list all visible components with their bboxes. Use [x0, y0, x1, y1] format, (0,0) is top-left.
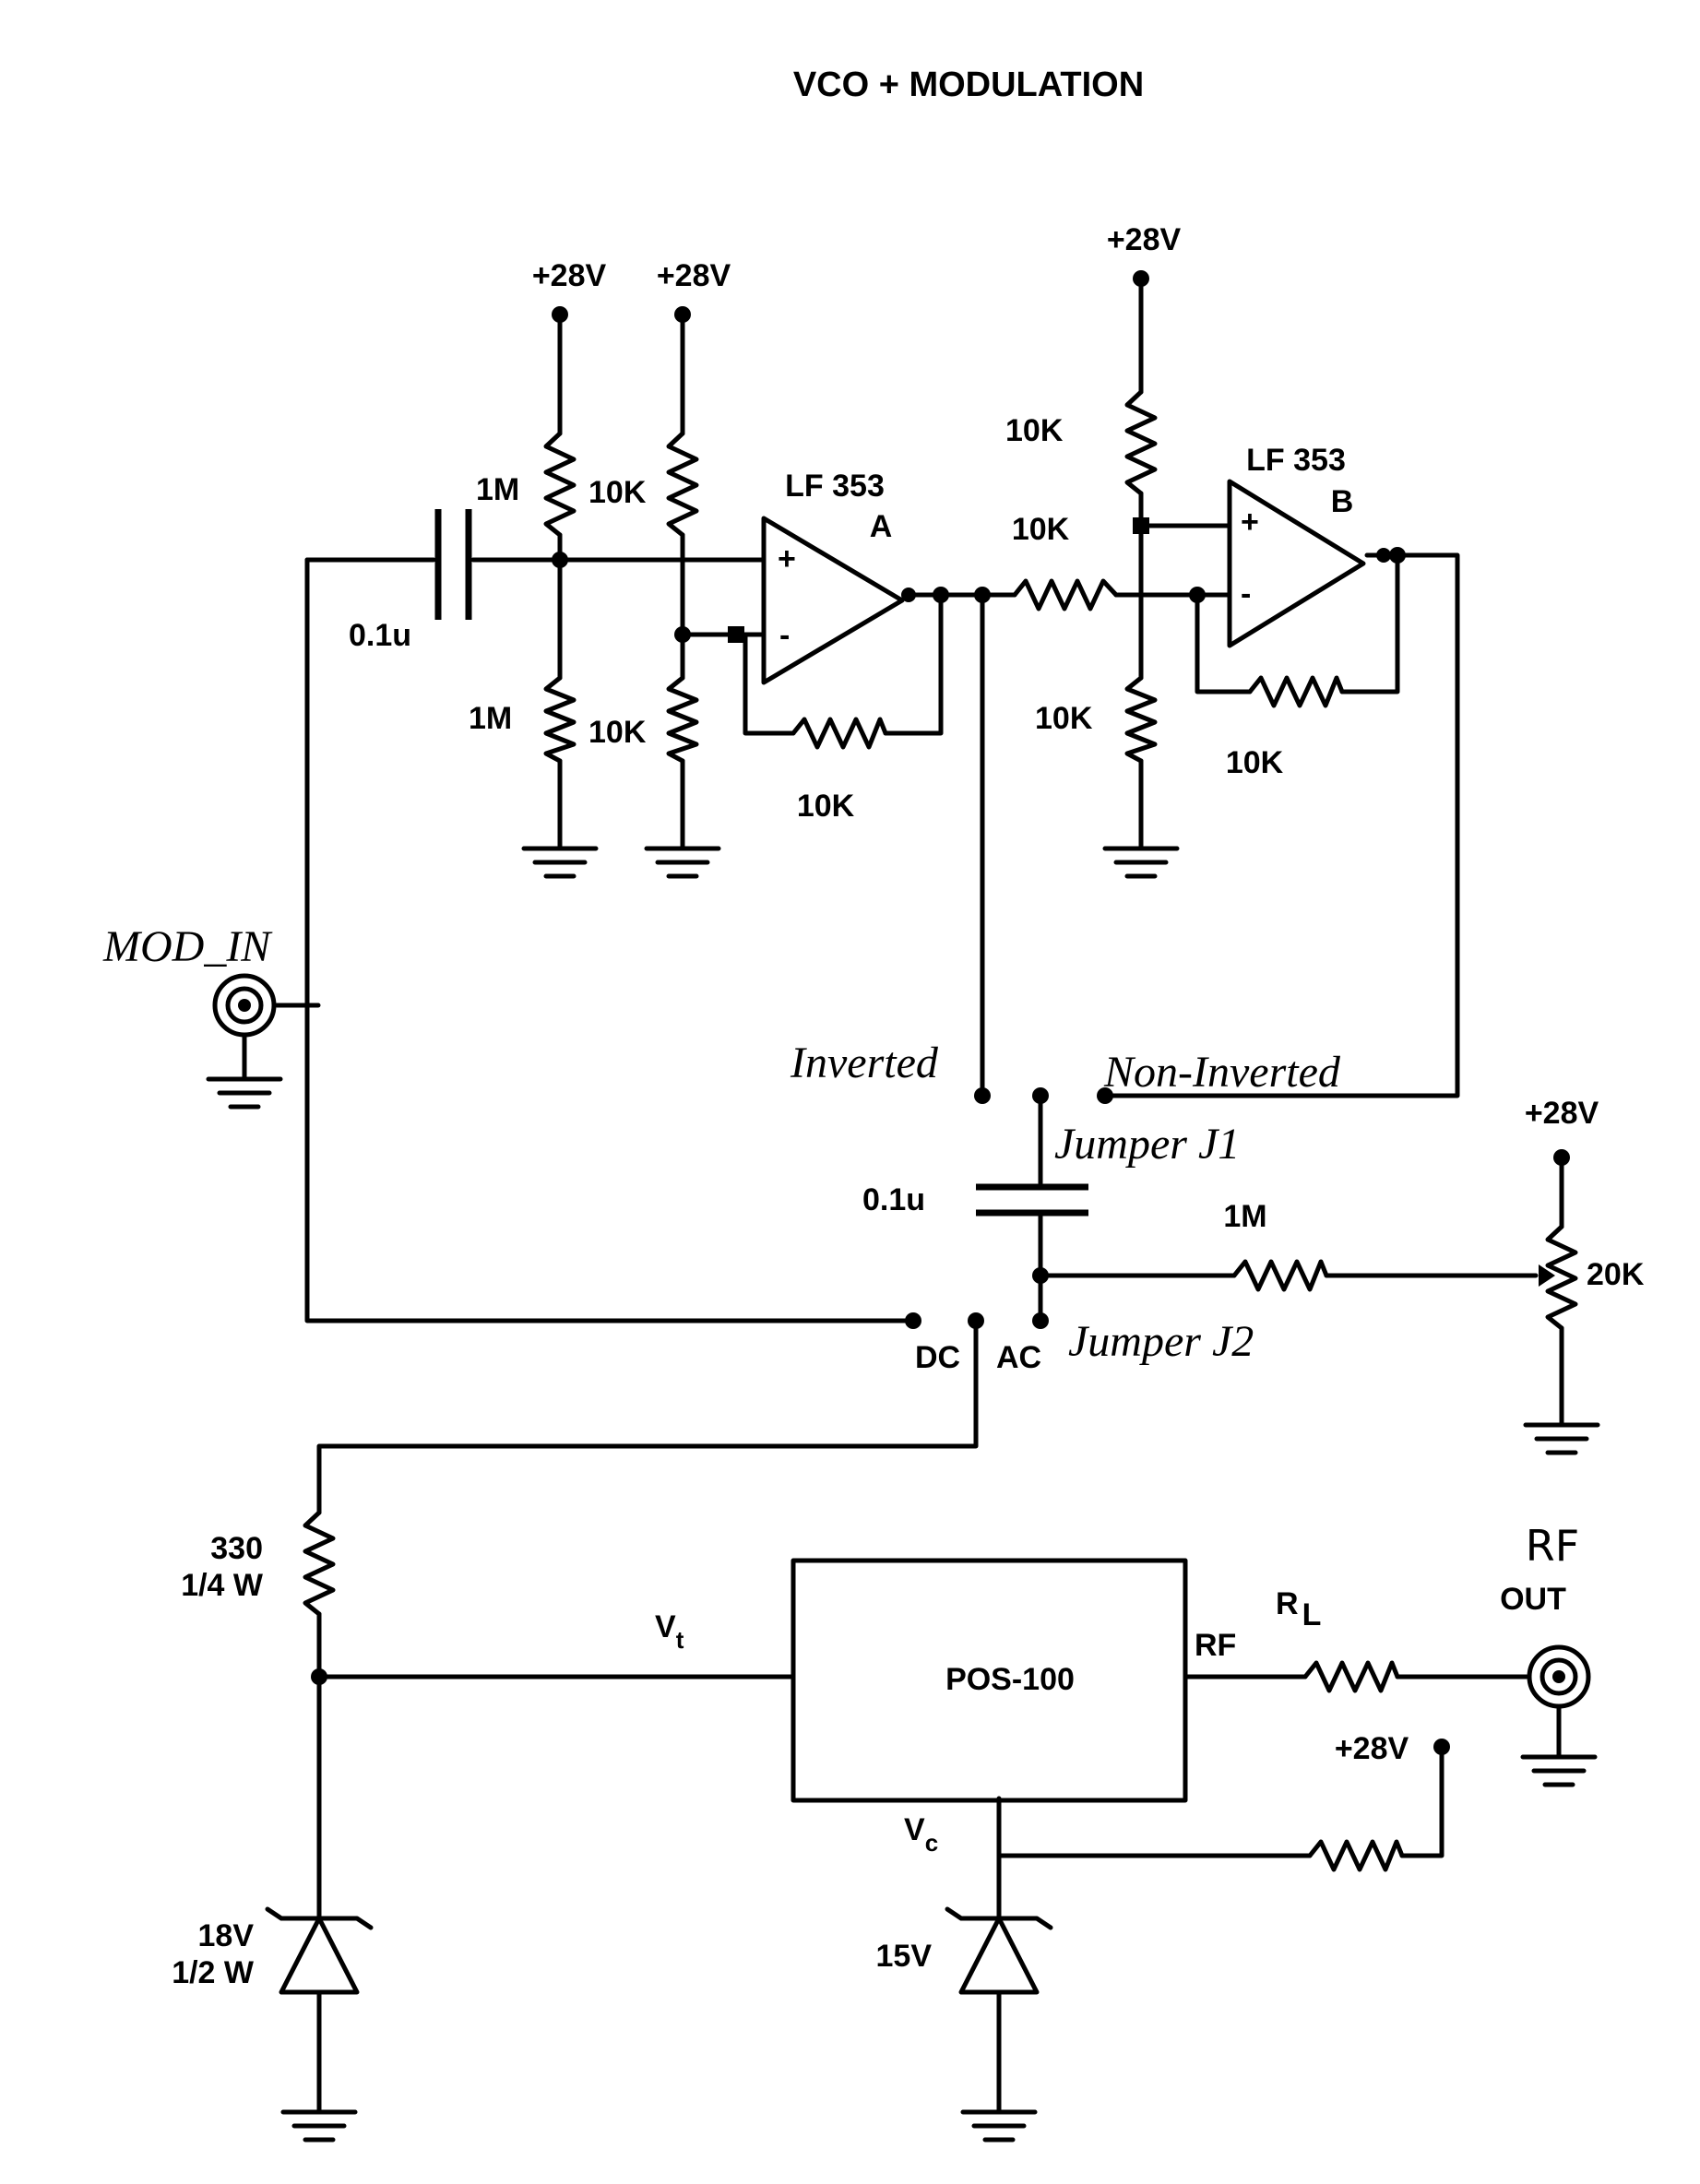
resistor-1m-bottom: 1M — [469, 675, 577, 764]
ground-icon — [1102, 846, 1180, 879]
resistor-feedback-b-label: 10K — [1226, 745, 1284, 780]
supply-rail-b: +28V — [1107, 222, 1182, 287]
zener-18v-power: 1/2 W — [172, 1955, 255, 1990]
resistor-330: 330 1/4 W — [181, 1510, 336, 1617]
rail-label-10k: +28V — [657, 258, 731, 293]
supply-rail-1m: +28V — [532, 258, 607, 323]
resistor-feedback-a: 10K — [791, 717, 888, 824]
rf-out-label-2: OUT — [1500, 1582, 1566, 1617]
jumper-j1-label: Jumper J1 — [1054, 1120, 1240, 1169]
resistor-10k-top-label: 10K — [588, 475, 647, 510]
opamp-a: + - LF 353 A — [761, 469, 916, 685]
vc-label: Vc — [904, 1812, 938, 1857]
resistor-330-power: 1/4 W — [181, 1568, 264, 1603]
opamp-b-minus: - — [1241, 576, 1251, 611]
rf-out-connector: RF OUT — [1500, 1521, 1591, 1709]
schematic-title: VCO + MODULATION — [793, 65, 1144, 104]
ground-icon — [1520, 1754, 1598, 1787]
resistor-b-top-label: 10K — [1005, 413, 1064, 448]
jumper-j2-label: Jumper J2 — [1068, 1317, 1254, 1366]
non-inverted-label: Non-Inverted — [1103, 1048, 1341, 1097]
opamp-b-unit: B — [1331, 484, 1354, 519]
ground-icon — [644, 846, 721, 879]
resistor-series-label: 10K — [1012, 512, 1070, 547]
ground-icon — [1523, 1422, 1600, 1455]
capacitor-input: 0.1u — [349, 509, 472, 653]
cap-input-label: 0.1u — [349, 618, 411, 653]
rail-label-1m: +28V — [532, 258, 607, 293]
rail-label-vc: +28V — [1335, 1731, 1409, 1766]
resistor-1m-top: 1M — [476, 431, 577, 538]
jumper-j2: Jumper J2 DC AC — [905, 1312, 1254, 1375]
opamp-a-minus: - — [779, 618, 790, 653]
ground-symbols — [206, 846, 1600, 2142]
inverted-label: Inverted — [790, 1039, 939, 1087]
zener-18v-label: 18V — [198, 1918, 255, 1953]
supply-rail-10k: +28V — [657, 258, 731, 323]
opamp-a-name: LF 353 — [785, 469, 885, 504]
opamp-b-plus: + — [1241, 504, 1259, 540]
resistor-330-label: 330 — [210, 1531, 263, 1566]
zener-18v: 18V 1/2 W — [172, 1906, 374, 1995]
ground-icon — [280, 2109, 358, 2142]
dc-label: DC — [915, 1340, 960, 1375]
potentiometer-label: 20K — [1587, 1257, 1645, 1292]
opamp-b: + - LF 353 B — [1227, 443, 1391, 648]
resistor-b-top: 10K — [1005, 389, 1158, 496]
cap-coupling-label: 0.1u — [862, 1182, 925, 1217]
junctions — [311, 517, 1406, 1685]
resistor-10k-bottom: 10K — [588, 675, 699, 764]
ac-label: AC — [996, 1340, 1041, 1375]
resistor-1m-top-label: 1M — [476, 472, 519, 507]
resistor-bias: 1M — [1223, 1199, 1329, 1292]
opamp-b-name: LF 353 — [1246, 443, 1346, 478]
ground-icon — [960, 2109, 1038, 2142]
mod-in-connector: MOD_IN — [102, 922, 277, 1038]
opamp-a-plus: + — [778, 541, 796, 576]
vco-name: POS-100 — [945, 1662, 1075, 1697]
supply-rail-vc: +28V — [1335, 1731, 1450, 1766]
jumper-j1: Jumper J1 — [974, 1087, 1240, 1169]
resistor-vc — [1307, 1839, 1405, 1872]
resistor-feedback-a-label: 10K — [797, 789, 855, 824]
potentiometer-20k: 20K — [1539, 1224, 1645, 1331]
resistor-b-bottom: 10K — [1035, 675, 1158, 764]
ground-icon — [521, 846, 599, 879]
resistor-series: 10K — [1012, 512, 1119, 611]
zener-15v-label: 15V — [876, 1939, 933, 1974]
vco-pos100: POS-100 RF Vt Vc — [655, 1558, 1236, 1857]
capacitor-coupling: 0.1u — [862, 1182, 1088, 1217]
resistor-10k-bottom-label: 10K — [588, 715, 647, 750]
resistor-10k-top: 10K — [588, 431, 699, 538]
mod-in-label: MOD_IN — [102, 922, 273, 971]
resistor-b-bottom-label: 10K — [1035, 701, 1093, 736]
vt-label: Vt — [655, 1609, 684, 1654]
opamp-a-unit: A — [870, 509, 893, 544]
rail-label-b: +28V — [1107, 222, 1182, 257]
rf-out-label-1: RF — [1526, 1521, 1579, 1571]
resistor-feedback-b: 10K — [1226, 675, 1345, 780]
vco-rf-pin: RF — [1195, 1628, 1236, 1663]
resistor-bias-label: 1M — [1223, 1199, 1266, 1234]
ground-icon — [206, 1076, 283, 1110]
rail-label-pot: +28V — [1525, 1096, 1599, 1131]
zener-15v: 15V — [876, 1906, 1053, 1995]
resistor-1m-bottom-label: 1M — [469, 701, 512, 736]
